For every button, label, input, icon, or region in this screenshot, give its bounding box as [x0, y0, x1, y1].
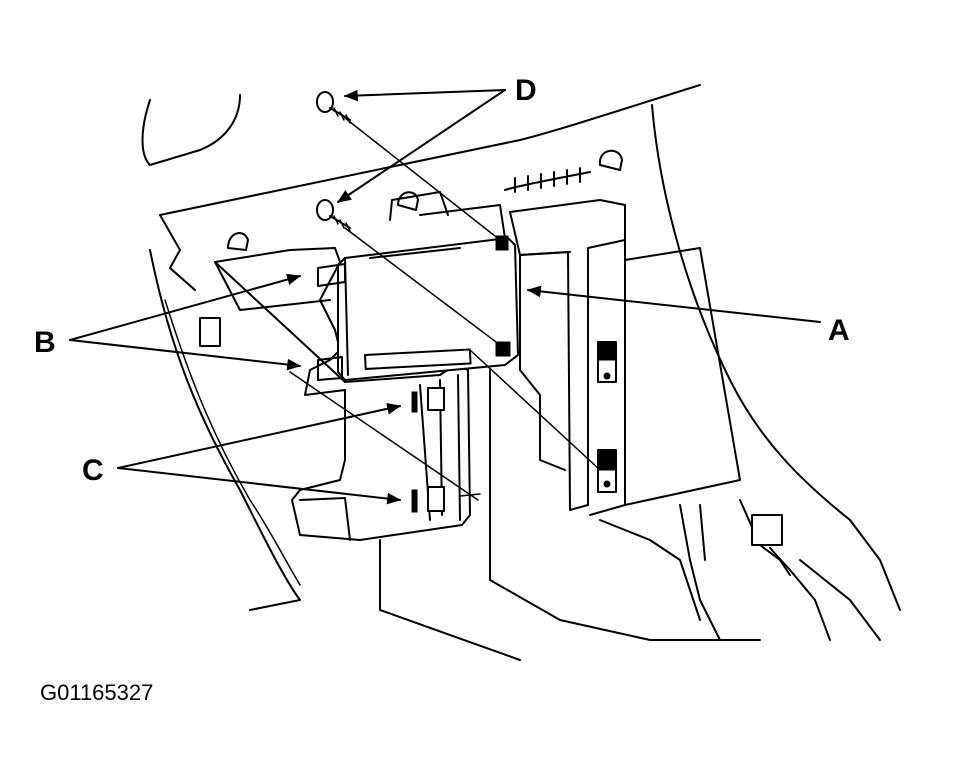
screw-lower-icon	[316, 199, 351, 232]
control-unit-a	[317, 204, 519, 381]
callout-label-b: B	[34, 326, 56, 359]
callout-label-c: C	[82, 454, 104, 487]
figure-id: G01165327	[40, 680, 154, 705]
dashboard-outline	[141, 84, 901, 661]
leader-d-2	[337, 89, 506, 203]
leader-c-1	[117, 403, 402, 469]
leader-b-2	[69, 339, 302, 371]
leader-c-2	[117, 467, 402, 505]
leader-a	[526, 285, 821, 323]
screw-top-icon	[316, 91, 351, 124]
wiring-harness	[599, 499, 881, 641]
callout-label-a: A	[828, 314, 850, 347]
screws-d	[316, 91, 601, 471]
callout-leaders	[69, 89, 821, 505]
callout-label-d: D	[515, 74, 537, 107]
leader-b-1	[69, 273, 302, 341]
clips-c	[411, 387, 445, 513]
leader-d-1	[343, 89, 506, 102]
right-support-panel	[504, 167, 741, 516]
dash-mounting-tabs	[227, 149, 623, 251]
vent-slots	[514, 167, 581, 193]
